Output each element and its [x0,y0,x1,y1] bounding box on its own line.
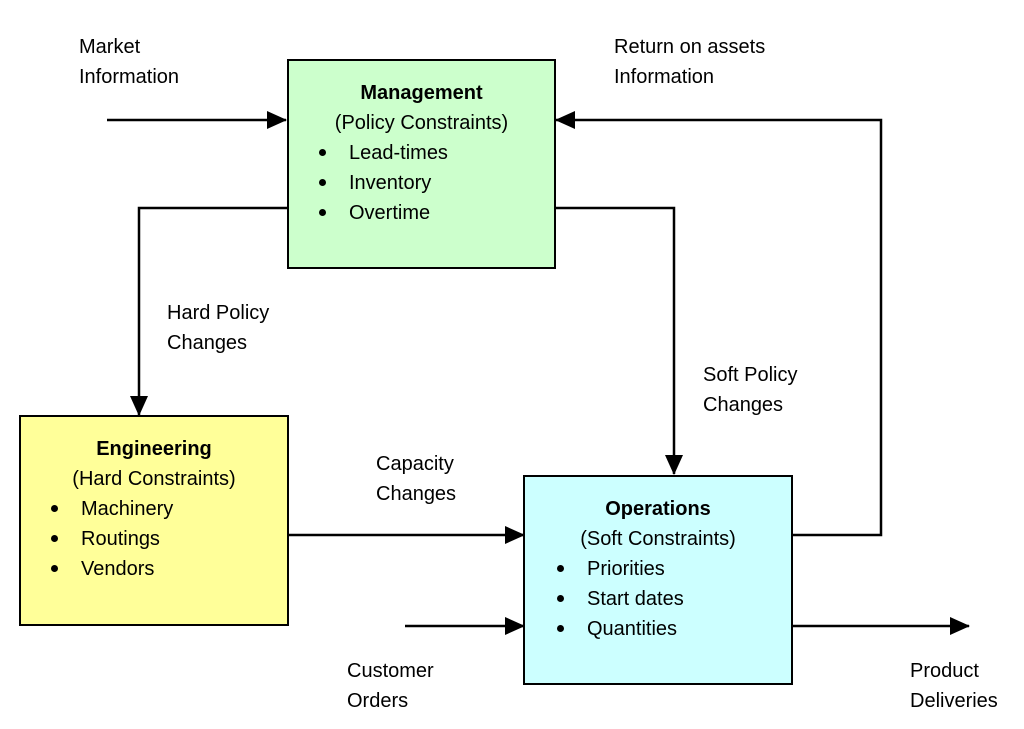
market-information-label: Market Information [79,36,180,88]
operations-subtitle: (Soft Constraints) [580,528,736,550]
bullet-icon [319,149,326,156]
list-item: Quantities [557,614,791,644]
capacity-changes-label: Capacity Changes [376,453,457,505]
list-item: Machinery [51,494,287,524]
list-item: Start dates [557,584,791,614]
operations-box: Operations (Soft Constraints) Priorities… [523,475,793,685]
bullet-icon [51,565,58,572]
list-item: Vendors [51,554,287,584]
soft-policy-changes-arrow [554,206,683,475]
list-item: Overtime [319,198,554,228]
bullet-icon [557,595,564,602]
hard-policy-changes-label: Hard Policy Changes [167,302,270,354]
list-item: Routings [51,524,287,554]
management-list: Lead-times Inventory Overtime [319,138,554,228]
management-box: Management (Policy Constraints) Lead-tim… [287,59,556,269]
engineering-box: Engineering (Hard Constraints) Machinery… [19,415,289,626]
return-on-assets-label: Return on assets Information [614,36,766,88]
engineering-title: Engineering [96,438,212,460]
list-item: Priorities [557,554,791,584]
management-subtitle: (Policy Constraints) [334,112,509,134]
bullet-icon [319,209,326,216]
bullet-icon [319,179,326,186]
operations-title: Operations [605,498,711,520]
soft-policy-changes-label: Soft Policy Changes [703,364,798,416]
list-item: Lead-times [319,138,554,168]
engineering-subtitle: (Hard Constraints) [72,468,236,490]
operations-list: Priorities Start dates Quantities [557,554,791,644]
engineering-list: Machinery Routings Vendors [51,494,287,584]
list-item: Inventory [319,168,554,198]
return-on-assets-arrow [555,111,883,537]
bullet-icon [51,505,58,512]
bullet-icon [557,565,564,572]
customer-orders-label: Customer Orders [347,660,434,712]
management-title: Management [360,82,483,104]
product-deliveries-label: Product Deliveries [910,660,998,712]
bullet-icon [557,625,564,632]
hard-policy-changes-arrow [130,206,288,416]
bullet-icon [51,535,58,542]
